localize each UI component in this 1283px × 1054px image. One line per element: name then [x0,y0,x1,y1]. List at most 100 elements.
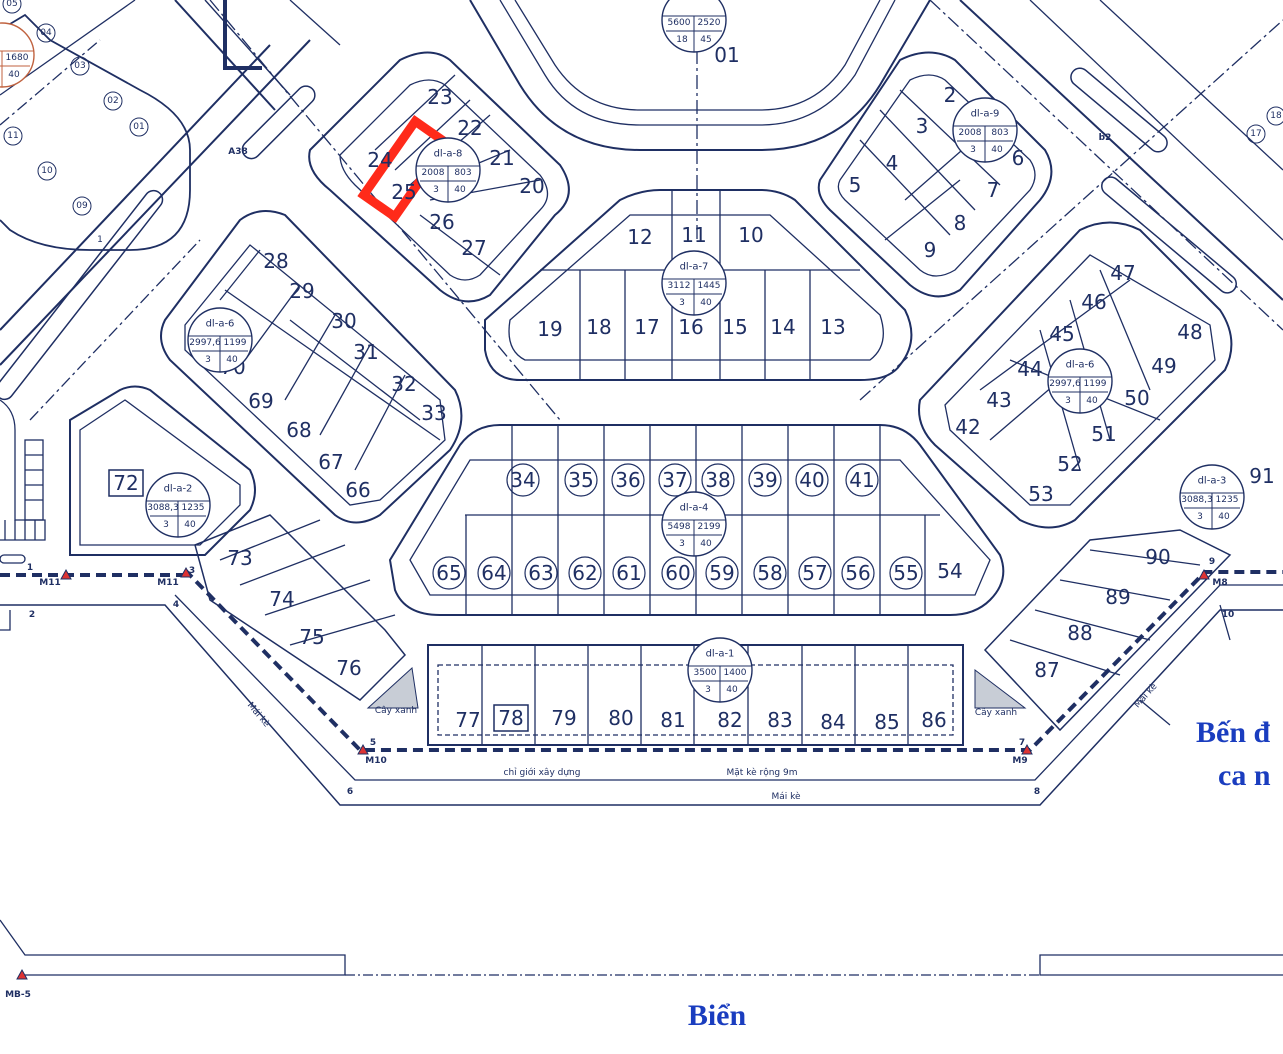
lot-27[interactable]: 27 [461,236,486,260]
lot-87[interactable]: 87 [1034,658,1059,682]
lot-26[interactable]: 26 [429,210,454,234]
lot-17[interactable]: 17 [634,315,659,339]
lot-22[interactable]: 22 [457,116,482,140]
lot-52[interactable]: 52 [1057,452,1082,476]
lot-7[interactable]: 7 [987,178,1000,202]
lot-56[interactable]: 56 [845,561,870,585]
lot-81[interactable]: 81 [660,708,685,732]
lot-55[interactable]: 55 [893,561,918,585]
lot-58[interactable]: 58 [757,561,782,585]
lot-39[interactable]: 39 [752,468,777,492]
lot-01[interactable]: 01 [714,43,739,67]
small-lot-04[interactable]: 04 [40,28,52,38]
lot-90[interactable]: 90 [1145,545,1170,569]
lot-88[interactable]: 88 [1067,621,1092,645]
small-lot-03[interactable]: 03 [74,61,85,71]
lot-84[interactable]: 84 [820,710,845,734]
small-lot-10[interactable]: 10 [41,166,53,176]
lot-42[interactable]: 42 [955,415,980,439]
small-lot-01[interactable]: 01 [133,122,144,132]
lot-63[interactable]: 63 [528,561,553,585]
lot-4[interactable]: 4 [886,151,899,175]
lot-43[interactable]: 43 [986,388,1011,412]
lot-48[interactable]: 48 [1177,320,1202,344]
lot-61[interactable]: 61 [616,561,641,585]
lot-62[interactable]: 62 [572,561,597,585]
lot-34[interactable]: 34 [510,468,535,492]
lot-91[interactable]: 91 [1249,464,1274,488]
lot-18[interactable]: 18 [586,315,611,339]
lot-40[interactable]: 40 [799,468,824,492]
lot-77[interactable]: 77 [455,708,480,732]
lot-72[interactable]: 72 [113,471,138,495]
lot-36[interactable]: 36 [615,468,640,492]
lot-33[interactable]: 33 [421,401,446,425]
lot-46[interactable]: 46 [1081,290,1106,314]
lot-8[interactable]: 8 [954,211,967,235]
lot-69[interactable]: 69 [248,389,273,413]
lot-23[interactable]: 23 [427,85,452,109]
lot-38[interactable]: 38 [705,468,730,492]
lot-83[interactable]: 83 [767,708,792,732]
lot-66[interactable]: 66 [345,478,370,502]
lot-57[interactable]: 57 [802,561,827,585]
lot-19[interactable]: 19 [537,317,562,341]
lot-20[interactable]: 20 [519,174,544,198]
lot-6[interactable]: 6 [1012,146,1025,170]
lot-80[interactable]: 80 [608,706,633,730]
lot-11[interactable]: 11 [681,223,706,247]
lot-85[interactable]: 85 [874,710,899,734]
lot-47[interactable]: 47 [1110,261,1135,285]
lot-76[interactable]: 76 [336,656,361,680]
lot-41[interactable]: 41 [849,468,874,492]
lot-49[interactable]: 49 [1151,354,1176,378]
lot-82[interactable]: 82 [717,708,742,732]
small-lot-09[interactable]: 09 [76,201,88,211]
lot-32[interactable]: 32 [391,372,416,396]
lot-75[interactable]: 75 [299,625,324,649]
lot-59[interactable]: 59 [709,561,734,585]
lot-35[interactable]: 35 [568,468,593,492]
lot-2[interactable]: 2 [944,83,957,107]
small-lot-17[interactable]: 17 [1250,129,1261,139]
lot-3[interactable]: 3 [916,114,929,138]
lot-13[interactable]: 13 [820,315,845,339]
lot-53[interactable]: 53 [1028,482,1053,506]
lot-21[interactable]: 21 [489,146,514,170]
lot-45[interactable]: 45 [1049,322,1074,346]
lot-10[interactable]: 10 [738,223,763,247]
lot-54[interactable]: 54 [937,559,962,583]
lot-31[interactable]: 31 [353,340,378,364]
lot-89[interactable]: 89 [1105,585,1130,609]
lot-44[interactable]: 44 [1017,357,1042,381]
lot-12[interactable]: 12 [627,225,652,249]
lot-28[interactable]: 28 [263,249,288,273]
lot-73[interactable]: 73 [227,546,252,570]
lot-30[interactable]: 30 [331,309,356,333]
lot-79[interactable]: 79 [551,706,576,730]
lot-24[interactable]: 24 [367,148,392,172]
lot-65[interactable]: 65 [436,561,461,585]
lot-60[interactable]: 60 [665,561,690,585]
lot-78[interactable]: 78 [498,706,523,730]
lot-68[interactable]: 68 [286,418,311,442]
lot-74[interactable]: 74 [269,587,294,611]
lot-14[interactable]: 14 [770,315,795,339]
lot-64[interactable]: 64 [481,561,506,585]
lot-51[interactable]: 51 [1091,422,1116,446]
lot-5[interactable]: 5 [849,173,862,197]
lot-67[interactable]: 67 [318,450,343,474]
small-lot-18[interactable]: 18 [1270,111,1282,121]
lot-15[interactable]: 15 [722,315,747,339]
